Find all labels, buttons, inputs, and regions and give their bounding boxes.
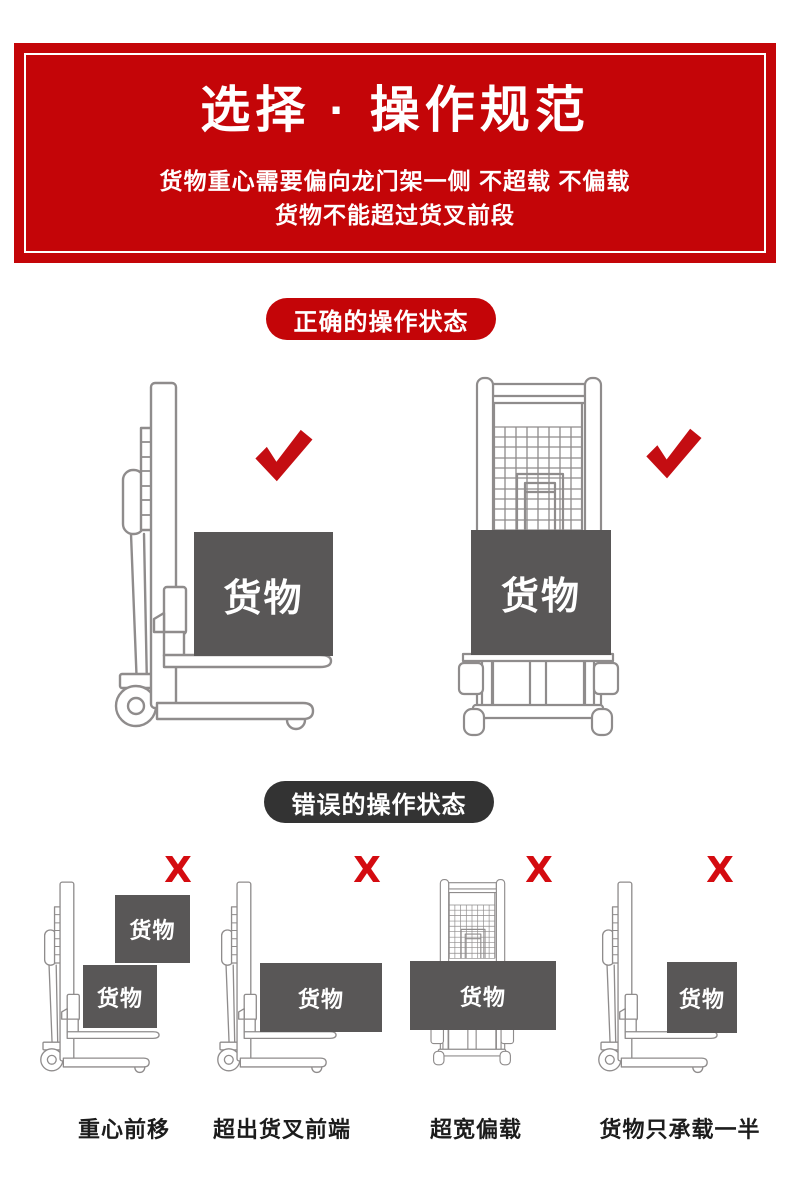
wrong-4-caption: 货物只承载一半 bbox=[599, 1117, 761, 1142]
cargo-box: 货物 bbox=[260, 963, 382, 1032]
cargo-box: 货物 bbox=[83, 965, 157, 1028]
correct-section-badge: 正确的操作状态 bbox=[266, 298, 496, 340]
header-banner: 选择 · 操作规范 货物重心需要偏向龙门架一侧 不超载 不偏载 货物不能超过货叉… bbox=[14, 43, 776, 263]
x-mark-icon: X bbox=[525, 850, 553, 891]
banner-subtitle-line-1: 货物重心需要偏向龙门架一侧 不超载 不偏载 bbox=[159, 168, 631, 194]
wrong-1-caption: 重心前移 bbox=[77, 1117, 170, 1142]
wrong-3-caption: 超宽偏载 bbox=[429, 1117, 522, 1142]
banner-subtitle-line-2: 货物不能超过货叉前段 bbox=[275, 202, 515, 228]
page-title: 选择 · 操作规范 bbox=[200, 82, 590, 138]
x-mark-icon: X bbox=[164, 850, 192, 891]
cargo-box: 货物 bbox=[471, 530, 611, 655]
x-mark-icon: X bbox=[353, 850, 381, 891]
wrong-section-badge: 错误的操作状态 bbox=[264, 781, 494, 823]
wrong-2-caption: 超出货叉前端 bbox=[212, 1117, 351, 1142]
check-icon bbox=[253, 426, 313, 484]
cargo-box: 货物 bbox=[115, 895, 190, 963]
cargo-label: 货物 bbox=[129, 918, 176, 943]
cargo-label: 货物 bbox=[678, 986, 725, 1012]
cargo-box: 货物 bbox=[667, 962, 737, 1033]
cargo-label: 货物 bbox=[96, 985, 143, 1011]
cargo-box: 货物 bbox=[194, 532, 333, 656]
cargo-box: 货物 bbox=[410, 961, 556, 1030]
cargo-label: 货物 bbox=[297, 986, 344, 1012]
check-icon bbox=[644, 425, 702, 481]
cargo-label: 货物 bbox=[459, 984, 506, 1010]
banner-subtitle: 货物重心需要偏向龙门架一侧 不超载 不偏载 货物不能超过货叉前段 bbox=[14, 164, 776, 232]
cargo-label: 货物 bbox=[500, 576, 581, 618]
x-mark-icon: X bbox=[706, 850, 734, 891]
cargo-label: 货物 bbox=[223, 577, 304, 620]
